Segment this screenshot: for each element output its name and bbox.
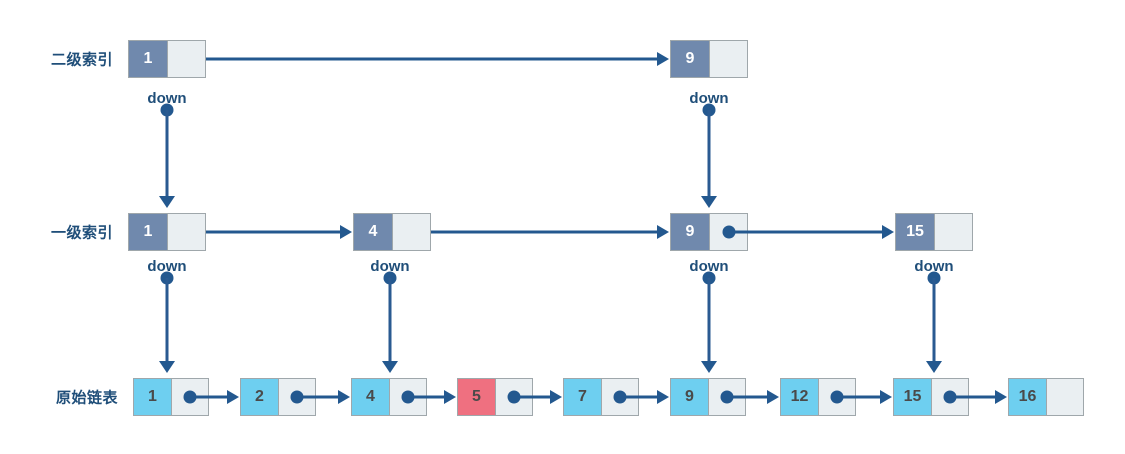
node-level1-15: 15 (895, 213, 973, 251)
link-arrow-line (727, 395, 767, 399)
node-value: 9 (671, 214, 710, 250)
node-value: 1 (134, 379, 172, 415)
down-arrow-head (159, 196, 175, 208)
node-value: 9 (671, 379, 709, 415)
node-level1-4: 4 (353, 213, 431, 251)
down-label: down (689, 258, 729, 275)
link-arrow-line (206, 230, 340, 234)
node-pointer-cell (168, 41, 205, 77)
link-arrow-head (338, 390, 350, 404)
down-arrow-head (382, 361, 398, 373)
row-label-level2: 二级索引 (50, 51, 113, 69)
row-label-base: 原始链表 (55, 389, 118, 407)
down-arrow-head (701, 196, 717, 208)
link-arrow-head (227, 390, 239, 404)
down-arrow-line (165, 110, 169, 196)
down-arrow-line (707, 278, 711, 361)
node-value: 2 (241, 379, 279, 415)
node-value: 4 (352, 379, 390, 415)
down-label: down (147, 258, 187, 275)
node-pointer-cell (710, 41, 747, 77)
down-label: down (914, 258, 954, 275)
link-arrow-head (657, 52, 669, 66)
link-arrow-line (190, 395, 227, 399)
node-value: 15 (894, 379, 932, 415)
link-arrow-line (206, 57, 657, 61)
node-pointer-cell (935, 214, 972, 250)
node-level1-1: 1 (128, 213, 206, 251)
node-level2-9: 9 (670, 40, 748, 78)
link-arrow-line (431, 230, 657, 234)
link-arrow-head (882, 225, 894, 239)
link-arrow-head (995, 390, 1007, 404)
node-value: 1 (129, 214, 168, 250)
node-value: 12 (781, 379, 819, 415)
row-label-level1: 一级索引 (50, 224, 113, 242)
node-value: 9 (671, 41, 710, 77)
down-arrow-line (388, 278, 392, 361)
link-arrow-line (408, 395, 444, 399)
down-label: down (689, 90, 729, 107)
link-arrow-head (657, 225, 669, 239)
down-arrow-head (701, 361, 717, 373)
link-arrow-line (620, 395, 657, 399)
node-base-4: 4 (351, 378, 427, 416)
link-arrow-line (950, 395, 995, 399)
link-arrow-line (514, 395, 550, 399)
node-base-16: 16 (1008, 378, 1084, 416)
node-value: 15 (896, 214, 935, 250)
down-arrow-line (932, 278, 936, 361)
link-arrow-head (550, 390, 562, 404)
down-label: down (370, 258, 410, 275)
link-arrow-line (837, 395, 880, 399)
node-value: 1 (129, 41, 168, 77)
link-arrow-head (657, 390, 669, 404)
node-base-1: 1 (133, 378, 209, 416)
link-arrow-head (767, 390, 779, 404)
link-arrow-line (297, 395, 338, 399)
node-value: 4 (354, 214, 393, 250)
node-base-15: 15 (893, 378, 969, 416)
down-label: down (147, 90, 187, 107)
node-value: 16 (1009, 379, 1047, 415)
node-base-9: 9 (670, 378, 746, 416)
node-value: 7 (564, 379, 602, 415)
node-pointer-cell (168, 214, 205, 250)
down-arrow-line (707, 110, 711, 196)
down-arrow-head (926, 361, 942, 373)
node-pointer-cell (1047, 379, 1083, 415)
node-value: 5 (458, 379, 496, 415)
down-arrow-head (159, 361, 175, 373)
link-arrow-head (340, 225, 352, 239)
node-pointer-cell (393, 214, 430, 250)
link-arrow-line (728, 230, 882, 234)
node-level2-1: 1 (128, 40, 206, 78)
link-arrow-head (880, 390, 892, 404)
down-arrow-line (165, 278, 169, 361)
link-arrow-head (444, 390, 456, 404)
